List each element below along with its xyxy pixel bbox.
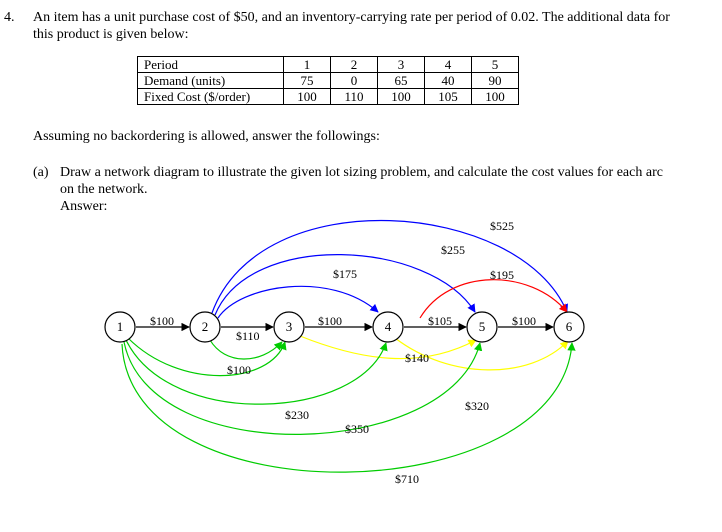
arc-label-2-5: $255	[441, 243, 465, 257]
data-table: Period 1 2 3 4 5 Demand (units) 75 0 65 …	[137, 56, 519, 105]
arc-3-5	[299, 335, 477, 360]
node-1-label: 1	[117, 319, 124, 334]
part-a-line1: Draw a network diagram to illustrate the…	[60, 165, 663, 180]
arc-label-2-4: $175	[333, 267, 357, 281]
table-cell: 65	[377, 72, 425, 89]
arc-1-3	[127, 337, 287, 377]
table-cell: 100	[377, 88, 425, 105]
arc-2-3-green	[209, 339, 283, 360]
problem-text-line2: this product is given below:	[33, 27, 189, 42]
arc-1-6	[121, 342, 576, 473]
node-1	[104, 311, 136, 343]
node-5-label: 5	[479, 319, 486, 334]
node-3-label: 3	[286, 319, 293, 334]
arc-label-4-6: $320	[465, 399, 489, 413]
problem-text-line1: An item has a unit purchase cost of $50,…	[33, 10, 670, 25]
table-cell: 100	[283, 88, 331, 105]
arc-label-1-2: $100	[150, 314, 174, 328]
table-row: Demand (units) 75 0 65 40 90	[137, 72, 519, 89]
table-cell: 110	[330, 88, 378, 105]
arc-4-6	[394, 337, 569, 371]
arc-1-5	[123, 341, 483, 435]
arc-3-6	[419, 279, 568, 319]
node-6-label: 6	[566, 319, 573, 334]
arc-label-4-5: $105	[428, 314, 452, 328]
arc-1-4	[125, 339, 388, 405]
node-4-label: 4	[385, 319, 392, 334]
arc-label-3-6: $195	[490, 268, 514, 282]
arc-label-1-3: $100	[227, 363, 251, 377]
arc-2-6	[211, 219, 568, 314]
arc-2-4	[217, 285, 379, 319]
arc-label-1-5: $350	[345, 422, 369, 436]
arc-label-1-6: $710	[395, 472, 419, 486]
table-cell: Fixed Cost ($/order)	[137, 88, 284, 105]
arc-label-2-3: $110	[236, 329, 260, 343]
problem-number: 4.	[4, 10, 15, 25]
node-2-label: 2	[202, 319, 209, 334]
node-6	[553, 311, 585, 343]
assumption-text: Assuming no backordering is allowed, ans…	[33, 129, 380, 144]
arc-label-3-5: $140	[405, 351, 429, 365]
table-cell: 105	[424, 88, 472, 105]
node-4	[372, 311, 404, 343]
table-row: Fixed Cost ($/order) 100 110 100 105 100	[137, 88, 519, 105]
arc-2-5	[214, 254, 476, 316]
arc-label-1-4: $230	[285, 408, 309, 422]
answer-label: Answer:	[60, 199, 108, 214]
part-a-line2: on the network.	[60, 182, 148, 197]
node-5	[466, 311, 498, 343]
table-cell: Demand (units)	[137, 72, 284, 89]
part-a-label: (a)	[33, 165, 49, 180]
arc-label-2-6: $525	[490, 219, 514, 233]
node-2	[189, 311, 221, 343]
arc-label-5-6: $100	[512, 314, 536, 328]
arc-label-3-4: $100	[318, 314, 342, 328]
node-3	[273, 311, 305, 343]
table-cell: 100	[471, 88, 519, 105]
